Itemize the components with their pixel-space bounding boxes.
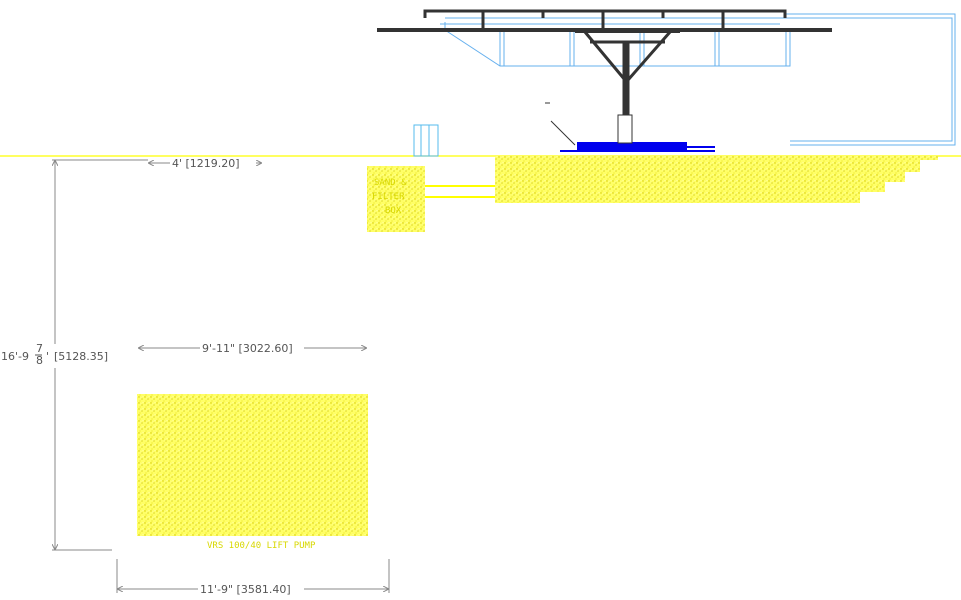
dim-vertical-text: 16'-9 bbox=[1, 350, 29, 363]
dim-vertical-frac-num: 7 bbox=[36, 342, 43, 355]
lift-pump-label: VRS 100/40 LIFT PUMP bbox=[207, 541, 316, 551]
dim-top-offset-text: 4' [1219.20] bbox=[172, 157, 240, 170]
dim-pit-outer-text: 11'-9" [3581.40] bbox=[200, 583, 291, 596]
dim-vertical-metric: ' bbox=[46, 350, 49, 363]
vent-pipe bbox=[413, 124, 439, 157]
filter-box-label-2: FILTER bbox=[372, 192, 405, 202]
base-plate bbox=[560, 114, 715, 152]
canopy-outline bbox=[440, 13, 956, 146]
filter-box: SAND & FILTER BOX bbox=[367, 166, 495, 232]
filter-box-label-1: SAND & bbox=[374, 178, 407, 188]
dim-vertical-frac-den: 8 bbox=[36, 354, 43, 367]
sand-fill-area bbox=[495, 156, 938, 203]
support-structure bbox=[377, 9, 832, 148]
dim-pit-inner-text: 9'-11" [3022.60] bbox=[202, 342, 293, 355]
lift-pump-pit bbox=[137, 394, 368, 536]
dim-vertical-metric-value: [5128.35] bbox=[54, 350, 108, 363]
filter-box-label-3: BOX bbox=[385, 206, 402, 216]
